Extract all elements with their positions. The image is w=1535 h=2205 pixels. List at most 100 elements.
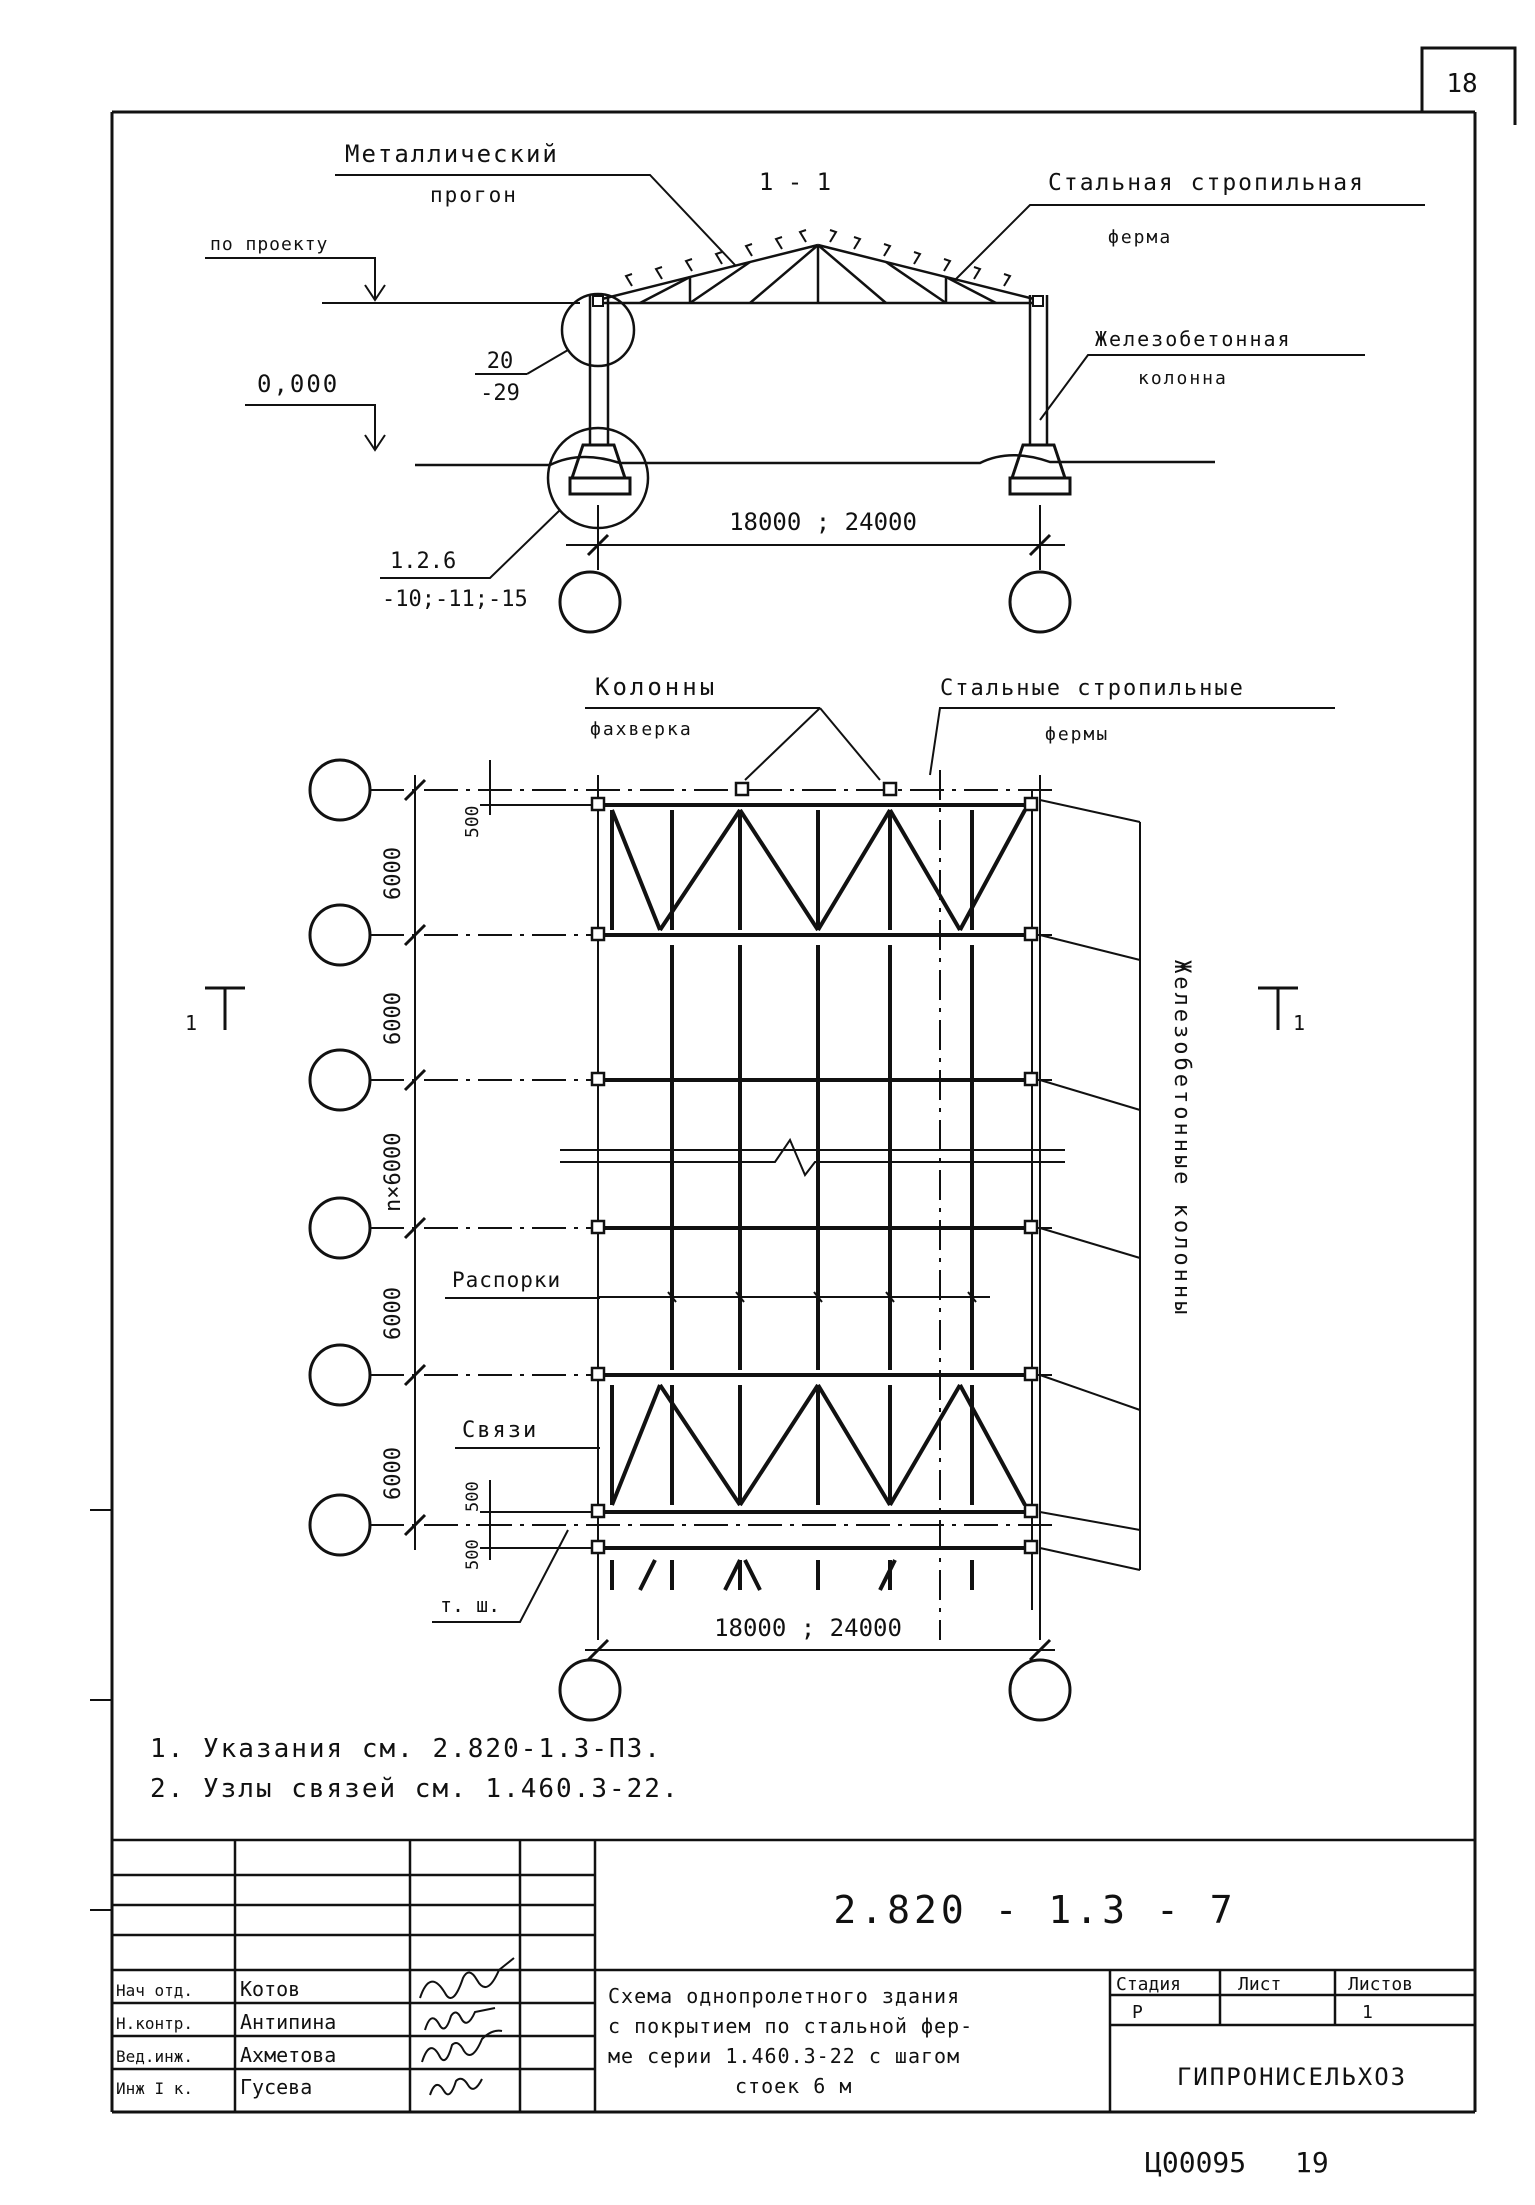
title-line-1: Схема однопролетного здания xyxy=(608,1984,960,2008)
sheets-header: Листов xyxy=(1348,1974,1413,1995)
note-2: 2. Узлы связей см. 1.460.3-22. xyxy=(150,1774,680,1804)
bracing-label: Связи xyxy=(462,1418,538,1443)
trusses-label-1: Стальные стропильные xyxy=(940,676,1245,701)
cut-marker-right: 1 xyxy=(1293,1011,1305,1035)
signature-3 xyxy=(421,2029,503,2063)
design-level-arrow xyxy=(364,284,386,302)
zero-level-arrow xyxy=(364,434,386,452)
column-label-1: Железобетонная xyxy=(1095,327,1292,351)
bay-dim-5: 6000 xyxy=(381,1447,406,1500)
node-top-ref-2: -29 xyxy=(480,381,520,406)
stage-header: Стадия xyxy=(1116,1974,1181,1995)
strut-marks xyxy=(598,1291,990,1303)
staff-name-4: Гусева xyxy=(240,2075,312,2099)
bay-dimensions: 6000 6000 n×6000 6000 6000 xyxy=(381,847,406,1500)
rc-columns-leaders xyxy=(1039,799,1141,1571)
foundations-section xyxy=(568,443,1072,496)
design-level-leader xyxy=(205,257,376,298)
plan-view: Колонны фахверка Стальные стропильные фе… xyxy=(185,673,1335,1722)
bay-dim-4: 6000 xyxy=(381,1287,406,1340)
sheet-frame xyxy=(110,110,1477,2114)
truss-lines xyxy=(605,803,1030,1550)
plan-axis-bubble-right xyxy=(1008,1658,1072,1722)
spacing-bottom-1: 500 xyxy=(463,1481,483,1512)
struts-label: Распорки xyxy=(452,1268,561,1292)
edge-ticks xyxy=(90,1509,112,1911)
staff-role-3: Вед.инж. xyxy=(116,2047,193,2066)
purlin-leader xyxy=(335,174,736,266)
sheets-value: 1 xyxy=(1362,2002,1373,2023)
section-view: 1 - 1 xyxy=(205,140,1425,634)
signature-4 xyxy=(429,2077,483,2096)
end-bracing xyxy=(610,1559,974,1591)
bottom-bracing xyxy=(610,1383,1027,1507)
section-title: 1 - 1 xyxy=(759,168,831,196)
truss-label-1: Стальная стропильная xyxy=(1048,170,1365,196)
fachwerk-label-1: Колонны xyxy=(595,673,717,701)
column-markers xyxy=(590,781,1039,1555)
section-axis-bubble-right xyxy=(1008,570,1072,634)
rc-columns-label: Железобетонные колонны xyxy=(1169,960,1194,1317)
plan-purlins xyxy=(670,945,974,1370)
page-number: 19 xyxy=(1295,2146,1329,2179)
staff-name-2: Антипина xyxy=(240,2010,336,2034)
cut-marker-left: 1 xyxy=(185,1011,197,1035)
rc-columns-section xyxy=(588,295,1049,445)
bay-dim-3: n×6000 xyxy=(381,1133,406,1212)
title-line-4: стоек 6 м xyxy=(735,2074,852,2098)
node-marker-right xyxy=(1032,295,1044,307)
staff-role-2: Н.контр. xyxy=(116,2014,193,2033)
design-level-label: по проекту xyxy=(210,234,328,255)
top-bracing xyxy=(610,808,1027,932)
column-label-2: колонна xyxy=(1138,368,1228,389)
archive-number: Ц00095 xyxy=(1145,2146,1246,2179)
trusses-leader xyxy=(929,707,1335,776)
node-bottom-ref-2: -10;-11;-15 xyxy=(382,587,528,612)
bay-dim-2: 6000 xyxy=(381,992,406,1045)
spacing-bottom-2: 500 xyxy=(463,1539,483,1570)
purlins xyxy=(624,229,1012,287)
section-axis-bubble-left xyxy=(558,570,622,634)
steel-truss xyxy=(596,243,1039,305)
stage-value: Р xyxy=(1132,2002,1143,2023)
truss-leader xyxy=(954,204,1425,281)
plan-span-value: 18000 ; 24000 xyxy=(714,1614,902,1642)
truss-label-2: ферма xyxy=(1108,227,1172,248)
column-leader xyxy=(1039,354,1365,421)
trusses-label-2: фермы xyxy=(1045,724,1109,745)
ground-line xyxy=(415,454,1215,467)
bay-dimension-ticks xyxy=(403,778,427,1537)
node-callout-top xyxy=(560,292,636,368)
spacing-top: 500 xyxy=(462,805,483,838)
plan-axis-bubble-left xyxy=(558,1658,622,1722)
temp-joint-label: т. ш. xyxy=(440,1593,500,1617)
staff-role-1: Нач отд. xyxy=(116,1981,193,2000)
purlin-label-1: Металлический xyxy=(345,140,559,168)
longitudinal-lines xyxy=(597,770,1041,1640)
section-span-value: 18000 ; 24000 xyxy=(729,508,917,536)
zero-level-leader xyxy=(245,404,376,448)
fachwerk-leader-2 xyxy=(819,707,881,781)
plan-axis-bubbles xyxy=(308,758,372,1557)
fachwerk-label-2: фахверка xyxy=(590,719,693,740)
notes: 1. Указания см. 2.820-1.3-ПЗ. 2. Узлы св… xyxy=(150,1734,680,1804)
title-block: 2.820 - 1.3 - 7 Схема однопролетного зда… xyxy=(112,1838,1475,2112)
sheet-number-box: 18 xyxy=(1420,46,1517,125)
bay-dim-1: 6000 xyxy=(381,847,406,900)
staff-name-1: Котов xyxy=(240,1977,300,2001)
node-bottom-ref-1: 1.2.6 xyxy=(390,549,456,574)
staff-role-4: Инж I к. xyxy=(116,2079,193,2098)
fachwerk-leader-1 xyxy=(744,707,821,781)
node-top-ref-1: 20 xyxy=(487,349,514,374)
temp-joint-leader xyxy=(432,1529,569,1623)
signatures xyxy=(419,1957,515,2096)
organization: ГИПРОНИСЕЛЬХОЗ xyxy=(1177,2063,1407,2091)
sheet-number: 18 xyxy=(1446,69,1477,99)
staff-name-3: Ахметова xyxy=(240,2043,336,2067)
zero-level-label: 0,000 xyxy=(257,370,339,398)
break-lines xyxy=(560,1137,1065,1177)
node-top-leader xyxy=(526,349,569,375)
signature-1 xyxy=(419,1957,515,1999)
